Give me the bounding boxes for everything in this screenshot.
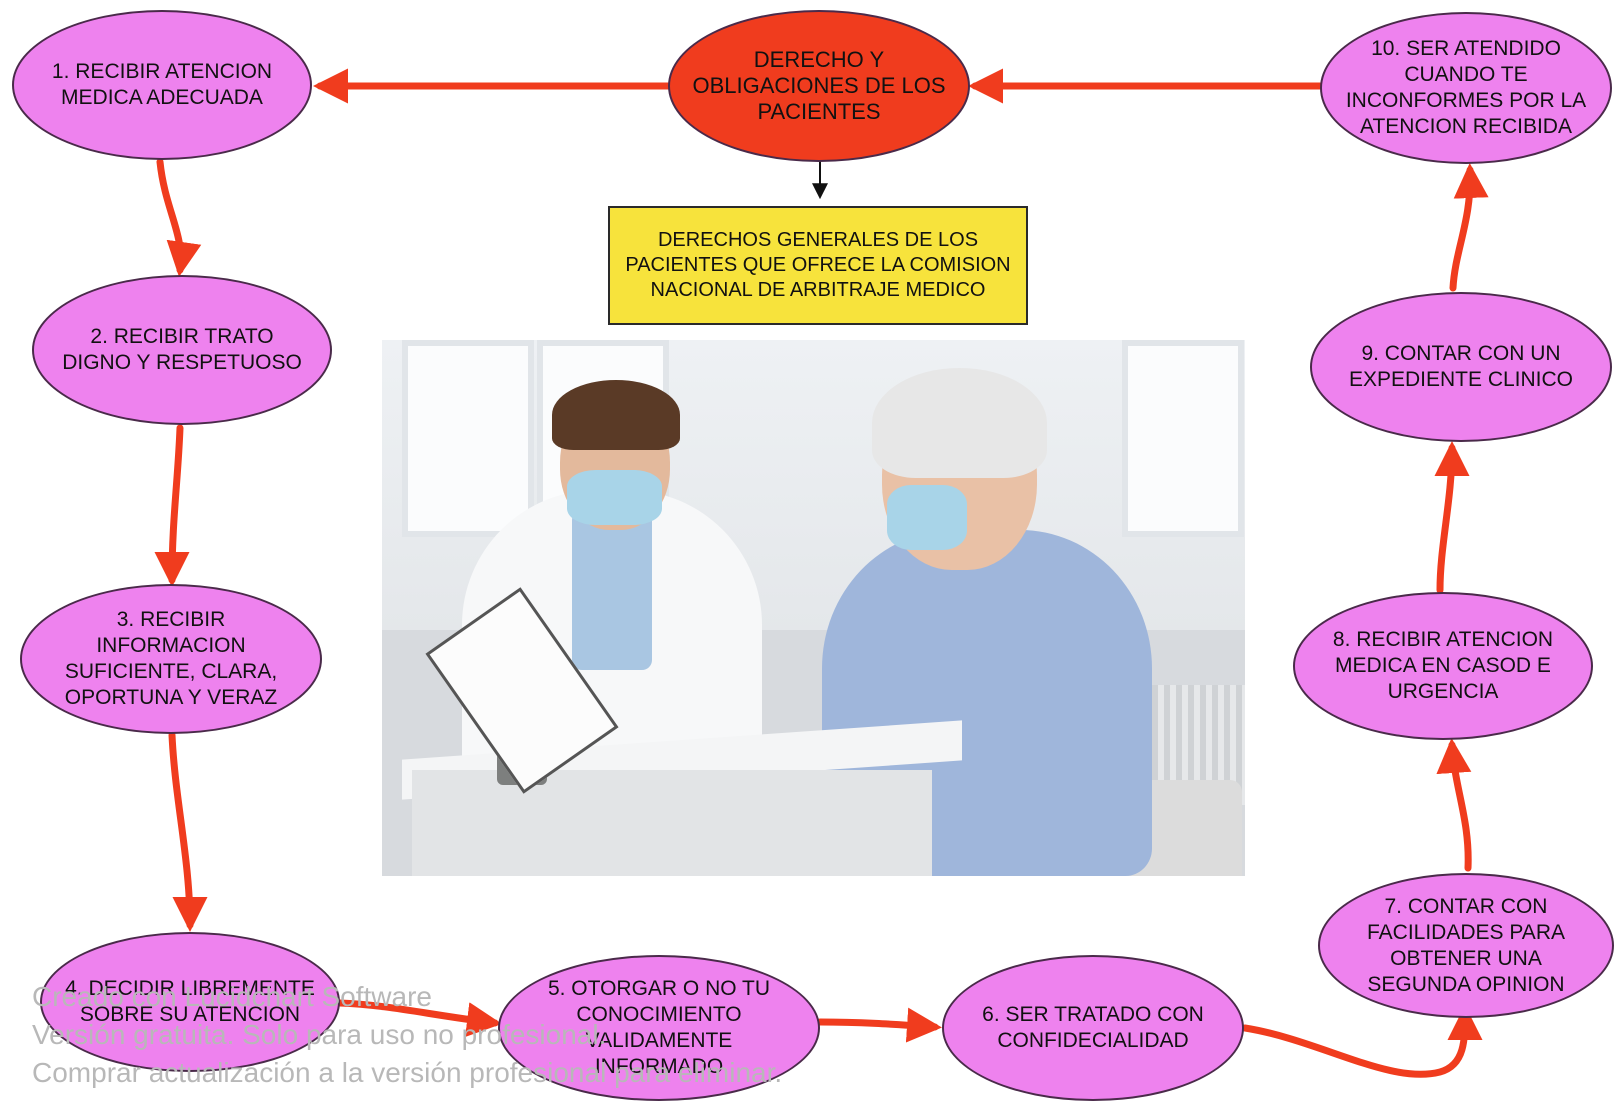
arrow-2-to-3: [154, 424, 190, 587]
arrow-4-to-5: [336, 999, 502, 1037]
arrow-8-to-9: [1434, 441, 1470, 594]
center-node-line: OBLIGACIONES DE LOS: [692, 73, 946, 98]
arrow-3-to-4: [168, 731, 208, 932]
right-line: 10. SER ATENDIDO: [1371, 37, 1561, 60]
right-line: INCONFORMES POR LA: [1345, 89, 1587, 112]
right-line: 8. RECIBIR ATENCION: [1332, 628, 1554, 651]
info-box-line: COMISION NACIONAL DE ARBITRAJE: [650, 254, 1011, 301]
right-line: OBTENER UNA: [1390, 946, 1542, 970]
arrow-9-to-10: [1449, 163, 1489, 292]
right-line: 9. CONTAR CON UN: [1361, 342, 1561, 365]
watermark-line: Versión gratuita. Solo para uso no profe…: [32, 1019, 607, 1050]
right-line: VALIDAMENTE: [585, 1029, 733, 1052]
right-line: CUANDO TE: [1404, 63, 1528, 86]
watermark: Creado con Lucidchart Software Versión g…: [32, 978, 782, 1092]
right-line: OPORTUNA Y VERAZ: [64, 686, 278, 709]
right-line: 7. CONTAR CON: [1384, 894, 1548, 918]
arrow-6-to-7: [1241, 1005, 1483, 1078]
right-line: 4. DECIDIR LIBREMENTE: [65, 977, 315, 1000]
right-node-10: 10. SER ATENDIDO CUANDO TE INCONFORMES POR…: [1320, 12, 1612, 164]
info-box-line: PACIENTES QUE OFRECE LA: [625, 254, 904, 276]
right-line: MEDICA EN CASOD E: [1335, 654, 1551, 677]
arrow-5-to-6: [816, 1007, 942, 1043]
right-line: SUFICIENTE, CLARA,: [64, 660, 278, 683]
right-line: 2. RECIBIR TRATO: [90, 325, 274, 348]
arrow-1-to-2: [156, 158, 202, 277]
right-line: 1. RECIBIR ATENCION: [51, 60, 273, 83]
right-node-5: 5. OTORGAR O NO TU CONOCIMIENTO VALIDAMENT…: [498, 955, 820, 1101]
right-line: 6. SER TRATADO CON: [982, 1003, 1204, 1026]
watermark-line: Comprar actualización a la versión profe…: [32, 1057, 783, 1088]
right-line: CONFIDECIALIDAD: [997, 1029, 1189, 1052]
right-line: FACILIDADES PARA: [1366, 920, 1565, 944]
right-line: CONOCIMIENTO: [576, 1003, 742, 1026]
right-line: SOBRE SU ATENCION: [79, 1003, 301, 1026]
arrow-7-to-8: [1436, 738, 1472, 872]
right-line: SEGUNDA OPINION: [1367, 972, 1565, 996]
right-line: INFORMACION: [96, 634, 246, 657]
right-line: MEDICA ADECUADA: [61, 86, 263, 109]
right-line: EXPEDIENTE CLINICO: [1348, 368, 1574, 391]
right-node-1: 1. RECIBIR ATENCION MEDICA ADECUADA: [12, 10, 312, 160]
center-node: DERECHO Y OBLIGACIONES DE LOS PACIENTES: [668, 10, 970, 162]
right-node-4: 4. DECIDIR LIBREMENTE SOBRE SU ATENCION: [40, 932, 340, 1072]
doctor-patient-photo: [382, 340, 1245, 876]
right-line: DIGNO Y RESPETUOSO: [62, 351, 302, 374]
info-box-line: MEDICO: [905, 279, 986, 301]
right-node-6: 6. SER TRATADO CON CONFIDECIALIDAD: [942, 955, 1244, 1101]
right-node-8: 8. RECIBIR ATENCION MEDICA EN CASOD E URGE…: [1293, 592, 1593, 740]
center-node-line: DERECHO Y: [753, 47, 885, 72]
right-line: URGENCIA: [1387, 680, 1499, 703]
info-box: DERECHOS GENERALES DE LOS PACIENTES QUE …: [608, 206, 1028, 325]
right-line: INFORMADO: [594, 1055, 724, 1078]
info-box-line: DERECHOS GENERALES DE LOS: [657, 229, 979, 251]
right-line: 5. OTORGAR O NO TU: [547, 977, 771, 1000]
right-node-9: 9. CONTAR CON UN EXPEDIENTE CLINICO: [1310, 292, 1612, 442]
right-line: ATENCION RECIBIDA: [1360, 115, 1572, 138]
right-line: 3. RECIBIR: [116, 608, 226, 631]
center-node-line: PACIENTES: [757, 99, 881, 124]
watermark-line: Creado con Lucidchart Software: [32, 981, 432, 1012]
right-node-3: 3. RECIBIR INFORMACION SUFICIENTE, CLARA, O…: [20, 584, 322, 734]
right-node-2: 2. RECIBIR TRATO DIGNO Y RESPETUOSO: [32, 275, 332, 425]
